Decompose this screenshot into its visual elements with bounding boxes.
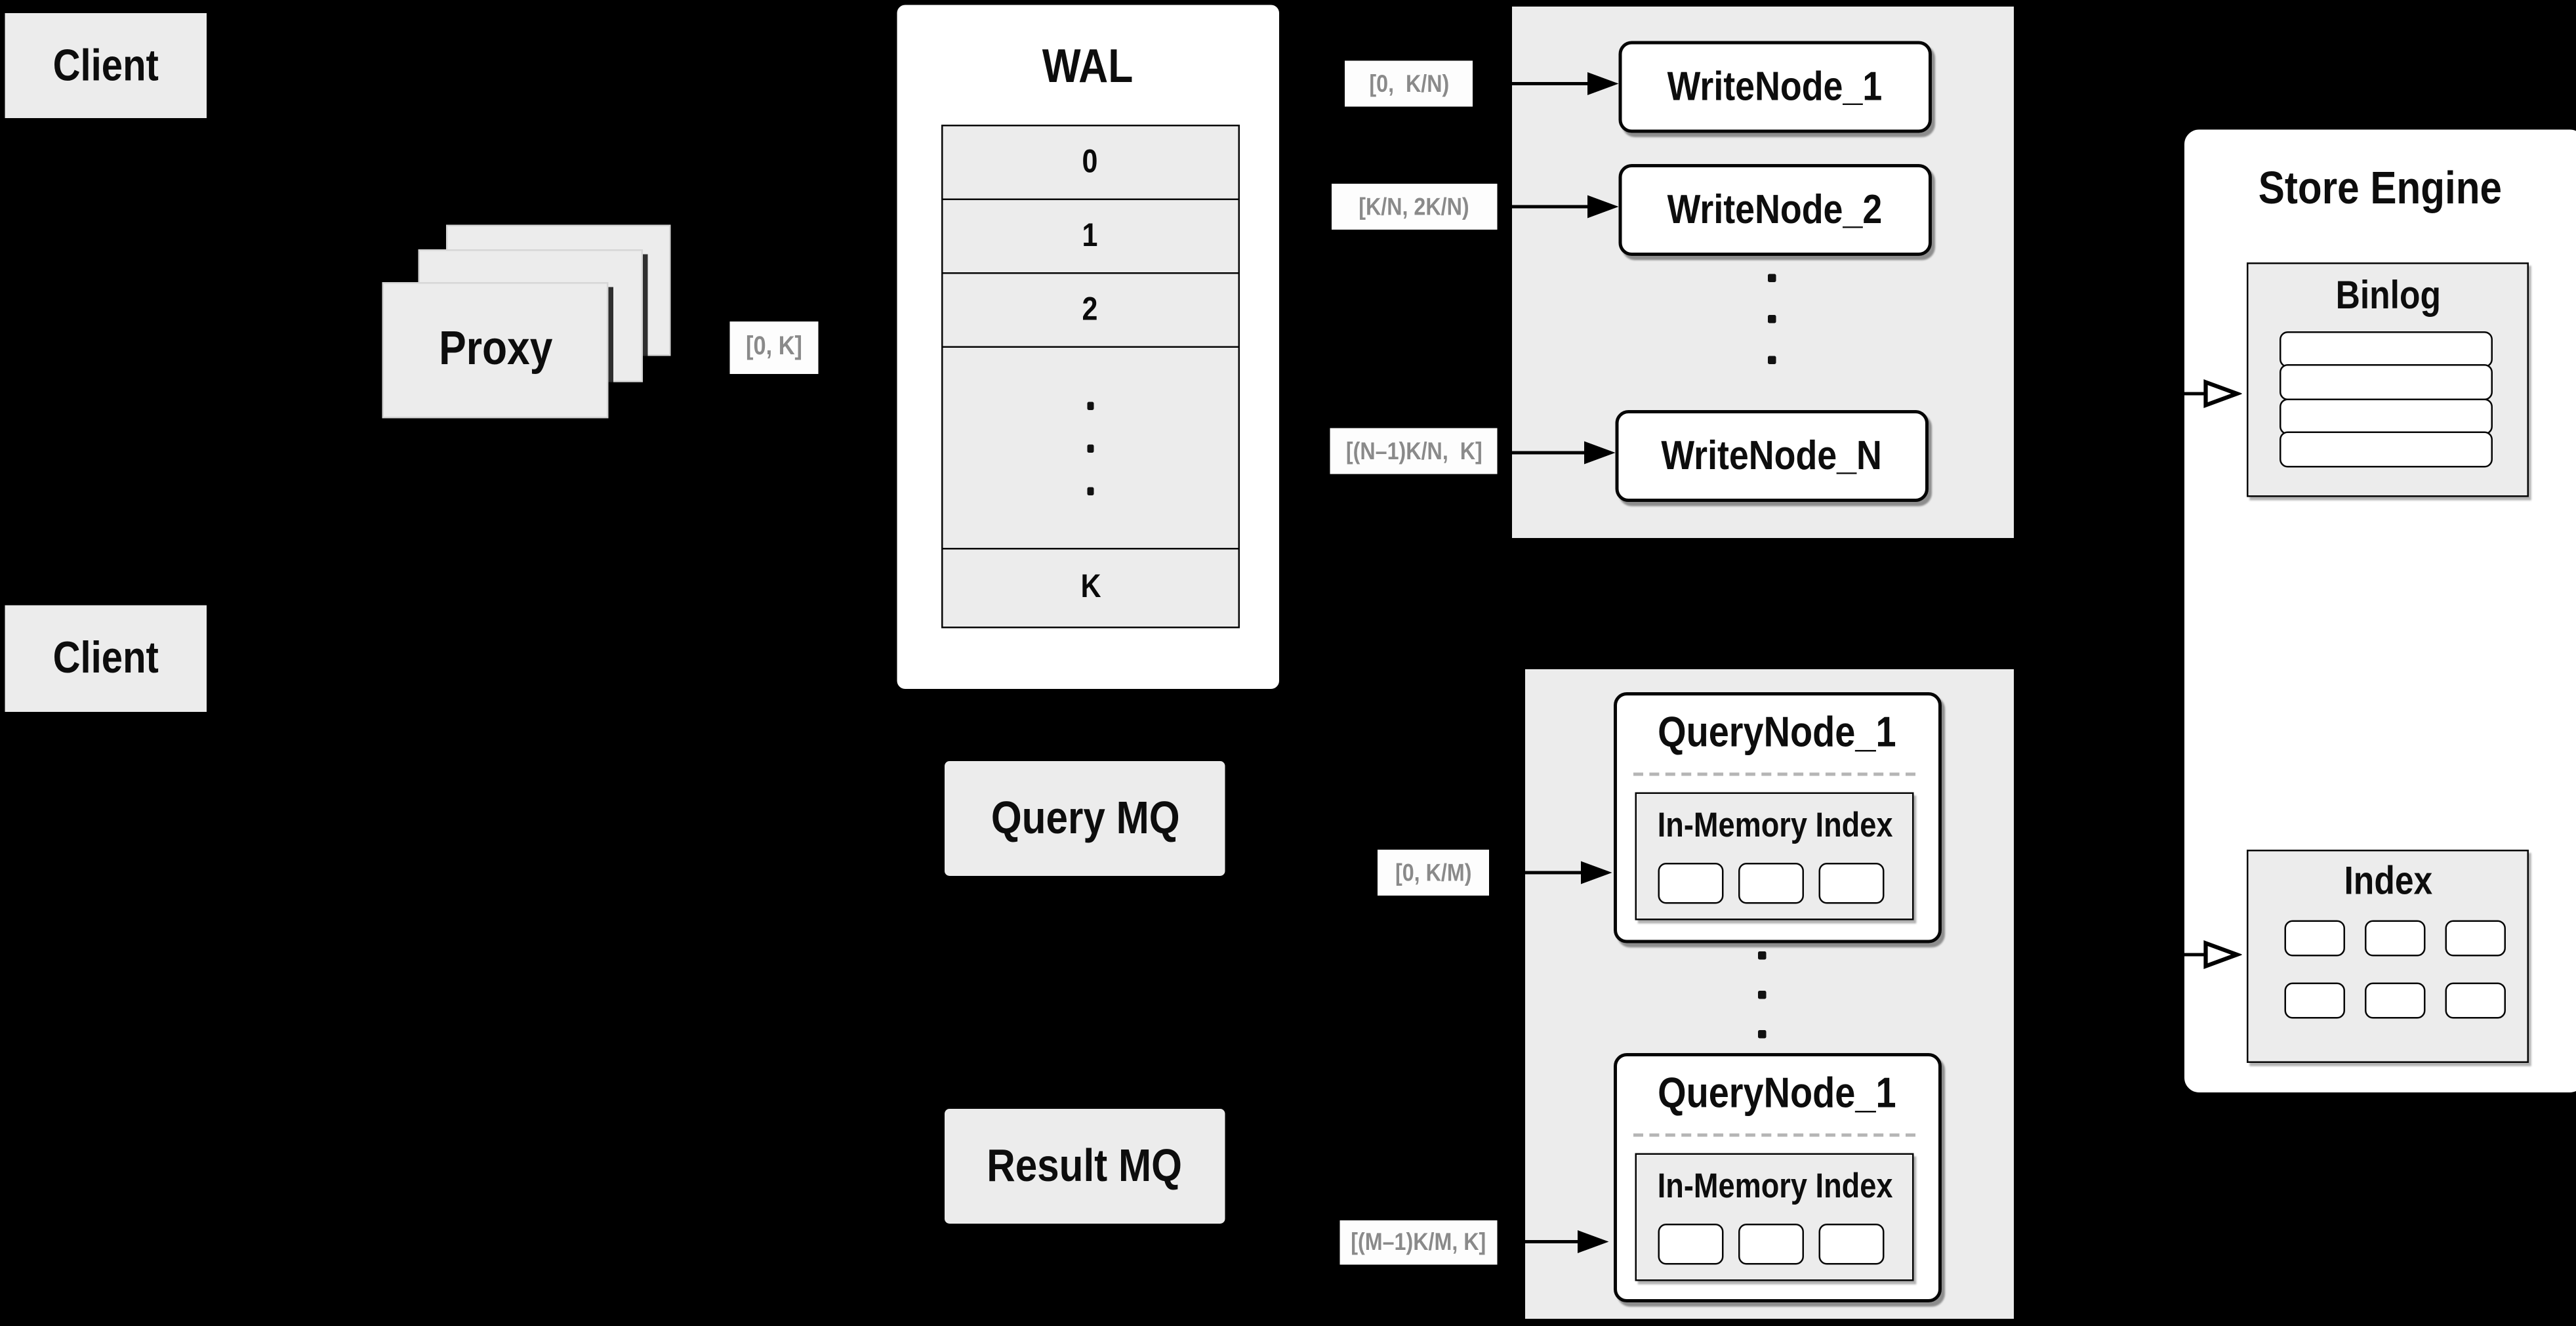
wal-title: WAL (1042, 40, 1134, 93)
result-mq-label: Result MQ (987, 1140, 1183, 1191)
query-mq-box: Query MQ (945, 761, 1225, 876)
write-range-label-2-text: [K/N, 2K/N) (1359, 192, 1470, 221)
index-segment (2284, 982, 2345, 1019)
wal-row-2-label: 2 (1082, 291, 1099, 327)
query-node-2-title-row: QueryNode_1 (1617, 1056, 1938, 1129)
proxy-label: Proxy (438, 323, 552, 376)
wal-row-ellipsis (941, 345, 1240, 550)
wal-row-0: 0 (941, 123, 1240, 201)
write-range-label-3: [(N–1)K/N, K] (1330, 428, 1498, 474)
binlog-segment (2280, 431, 2493, 468)
in-memory-segment (1658, 863, 1724, 904)
arrow-head-querynode-1 (1581, 861, 1612, 884)
wal-title-row: WAL (897, 38, 1280, 97)
store-engine-title-row: Store Engine (2184, 159, 2575, 218)
query-range-label-1-text: [0, K/M) (1395, 858, 1472, 887)
in-memory-segment (1658, 1224, 1724, 1265)
query-node-1-title: QueryNode_1 (1658, 706, 1897, 756)
arrow-line-writenode-1 (1473, 81, 1587, 86)
wal-row-0-label: 0 (1082, 143, 1099, 180)
binlog-box: Binlog (2247, 262, 2529, 497)
arrow-line-binlog (2132, 391, 2206, 396)
in-memory-segment (1818, 863, 1885, 904)
arrow-line-index (2132, 952, 2206, 957)
in-memory-index-2-box: In-Memory Index (1635, 1153, 1914, 1281)
query-range-label-1: [0, K/M) (1378, 850, 1489, 896)
write-node-ellipsis-dots (1768, 274, 1776, 364)
in-memory-segment (1738, 863, 1804, 904)
index-title-row: Index (2249, 852, 2527, 914)
index-segment (2445, 920, 2506, 957)
store-engine-box: Store Engine Binlog Index (2182, 128, 2576, 1094)
binlog-segment (2280, 398, 2493, 434)
query-mq-label: Query MQ (990, 792, 1179, 844)
binlog-segment (2280, 330, 2493, 367)
index-segment (2445, 982, 2506, 1019)
arrow-line-writenode-2 (1497, 204, 1587, 209)
arrow-head-index (2203, 940, 2242, 969)
write-node-2-box: WriteNode_2 (1618, 164, 1932, 256)
write-node-2-label: WriteNode_2 (1667, 186, 1883, 232)
arrow-head-writenode-1 (1587, 72, 1619, 95)
query-node-2-divider (1633, 1133, 1915, 1137)
arrow-head-querynode-2 (1578, 1230, 1609, 1253)
index-title: Index (2343, 860, 2432, 904)
in-memory-index-1-box: In-Memory Index (1635, 792, 1914, 921)
write-range-label-1: [0, K/N) (1345, 60, 1473, 107)
query-node-1-title-row: QueryNode_1 (1617, 695, 1938, 768)
index-segment (2365, 982, 2426, 1019)
arrow-line-querynode-1 (1489, 870, 1581, 875)
store-engine-title: Store Engine (2257, 162, 2502, 214)
wal-row-k: K (941, 547, 1240, 628)
index-segment (2284, 920, 2345, 957)
query-node-2-title: QueryNode_1 (1658, 1067, 1897, 1117)
query-range-label-2-text: [(M–1)K/M, K] (1351, 1228, 1486, 1257)
client-top-label: Client (52, 40, 159, 90)
write-range-label-2: [K/N, 2K/N) (1332, 184, 1498, 230)
wal-ellipsis-dots (1086, 401, 1095, 495)
in-memory-index-2-title-row: In-Memory Index (1637, 1155, 1912, 1220)
wal-row-k-label: K (1080, 568, 1101, 605)
in-memory-index-1-title-row: In-Memory Index (1637, 794, 1912, 860)
wal-row-1-label: 1 (1082, 217, 1099, 254)
write-node-n-box: WriteNode_N (1615, 410, 1929, 502)
wal-row-2: 2 (941, 271, 1240, 349)
arrow-line-querynode-2 (1497, 1239, 1578, 1244)
client-top-box: Client (5, 13, 207, 118)
write-node-1-label: WriteNode_1 (1667, 63, 1883, 110)
arrow-head-writenode-n (1584, 441, 1616, 465)
index-box: Index (2247, 850, 2529, 1063)
client-bottom-box: Client (5, 605, 207, 712)
binlog-segment (2280, 364, 2493, 400)
query-range-label-2: [(M–1)K/M, K] (1339, 1220, 1498, 1265)
write-node-1-box: WriteNode_1 (1618, 41, 1932, 133)
write-range-label-1-text: [0, K/N) (1368, 70, 1449, 98)
binlog-title-row: Binlog (2249, 264, 2527, 330)
write-node-n-label: WriteNode_N (1661, 432, 1883, 478)
query-node-ellipsis-dots (1758, 951, 1766, 1039)
arrow-head-writenode-2 (1587, 195, 1619, 218)
write-range-label-3-text: [(N–1)K/N, K] (1345, 437, 1482, 465)
in-memory-segment (1818, 1224, 1885, 1265)
in-memory-segment (1738, 1224, 1804, 1265)
proxy-range-label-text: [0, K] (746, 333, 802, 362)
wal-box: WAL 0 1 2 K (895, 3, 1281, 691)
client-bottom-label: Client (52, 633, 159, 682)
wal-row-1: 1 (941, 197, 1240, 275)
in-memory-index-2-title: In-Memory Index (1656, 1168, 1892, 1206)
result-mq-box: Result MQ (945, 1109, 1225, 1224)
query-node-1-divider (1633, 772, 1915, 776)
in-memory-index-1-title: In-Memory Index (1656, 807, 1892, 845)
index-segment (2365, 920, 2426, 957)
arrow-head-binlog (2203, 379, 2242, 408)
binlog-title: Binlog (2335, 274, 2441, 319)
query-node-2-box: QueryNode_1 In-Memory Index (1614, 1053, 1942, 1302)
proxy-range-label: [0, K] (729, 321, 819, 374)
proxy-box: Proxy (382, 282, 609, 419)
arrow-line-writenode-n (1497, 450, 1584, 455)
query-node-1-box: QueryNode_1 In-Memory Index (1614, 692, 1942, 943)
